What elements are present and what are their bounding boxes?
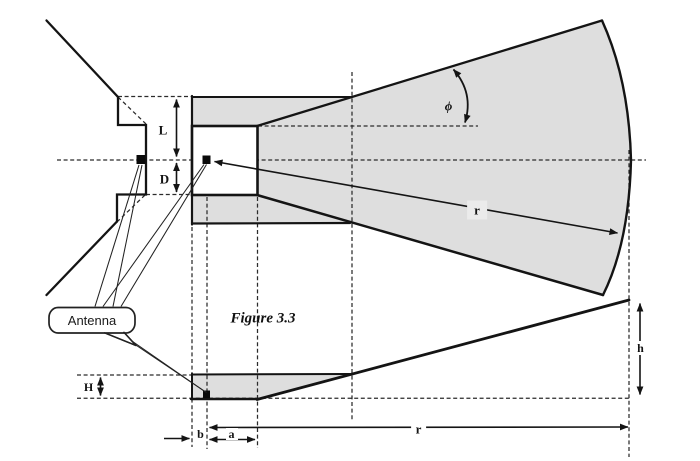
reflector-profile [45,19,148,297]
label-h: h [634,341,647,355]
flare-line-top [255,19,604,128]
callout-leader-lines [94,164,207,393]
flare-hidden-edge-top [117,96,147,125]
label-r-bottom: r [410,420,427,437]
label-r-top: r [467,200,487,219]
label-L: L [158,122,168,137]
label-H: H [83,380,94,394]
label-a: a [225,428,238,440]
waveguide-rect [190,124,259,197]
callout-bubble [48,306,137,347]
feed-square-side-view [203,390,210,398]
reflector-plate-top [45,19,120,99]
beam-arc [600,19,633,297]
label-b: b [197,426,204,441]
figure-caption: Figure 3.3 [230,310,296,326]
horn-body-side-view [193,374,351,398]
horn-side-view-outline [189,298,631,401]
beam-edge-side-view [255,298,631,401]
feed-square-top-view [202,155,211,164]
label-phi: ϕ [444,98,453,114]
label-D: D [159,171,170,186]
antenna-feed-points [136,155,211,398]
callout-label: Antenna [67,312,117,328]
reflector-plate-bottom [45,220,119,297]
feed-square-reflector [136,155,146,164]
dim-r-top-arrow [213,159,619,235]
dim-phi-arc [452,68,471,124]
